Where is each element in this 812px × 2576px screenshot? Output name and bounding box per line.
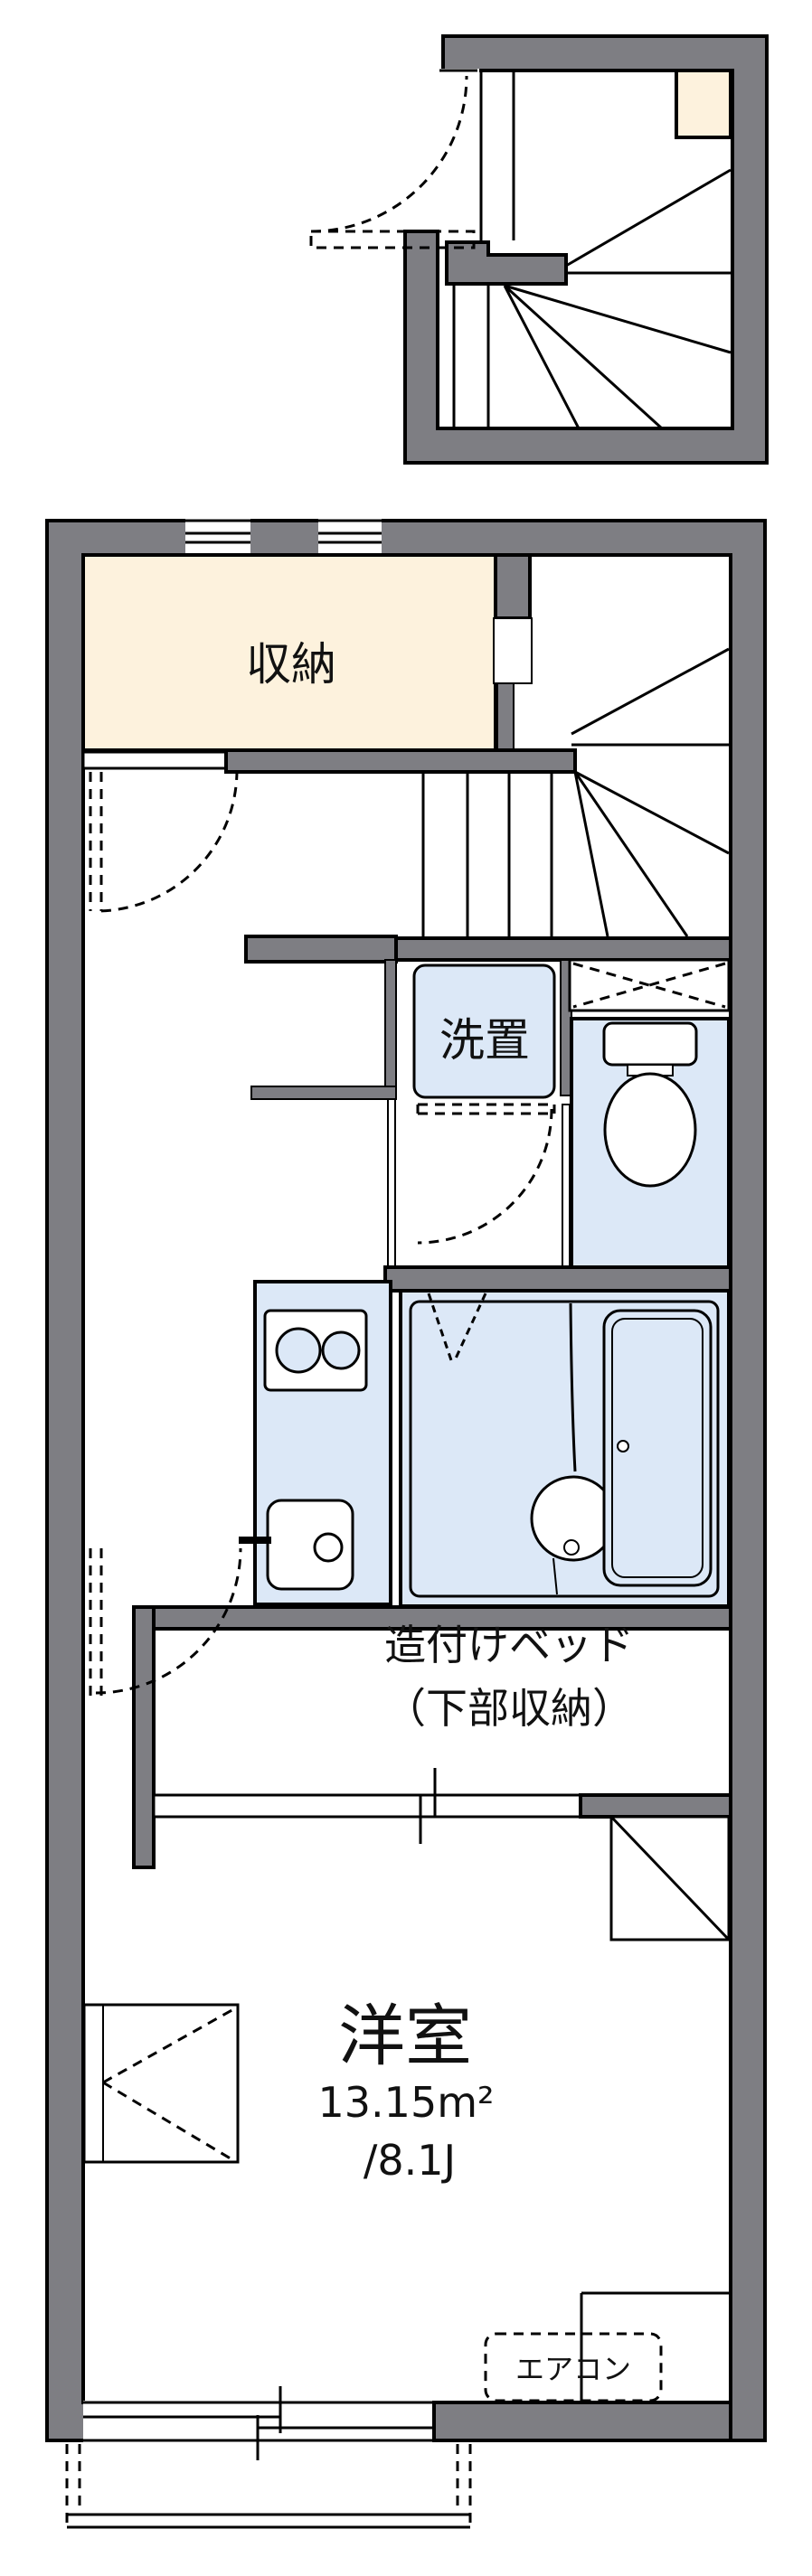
entrance-door-swing <box>309 75 476 249</box>
crossed-closet-box <box>568 958 731 1012</box>
basin-icon <box>530 1475 617 1562</box>
room-area-tatami: /8.1J <box>364 2136 456 2185</box>
side-window <box>82 2003 240 2164</box>
storage-right-wall-lower <box>496 682 515 753</box>
toilet-icon <box>602 1021 698 1188</box>
storage-door-opening <box>81 750 235 770</box>
storage-area <box>81 553 497 752</box>
storage-right-wall-gap <box>493 617 533 684</box>
toilet-room <box>570 1017 731 1270</box>
upper-hall-door-opening <box>439 69 479 233</box>
basin-drain <box>563 1539 580 1556</box>
door-frame-stub <box>239 1537 271 1544</box>
main-staircase-treads <box>421 647 730 937</box>
appliance-space-lines <box>580 2291 731 2401</box>
western-room: 洋室 13.15m² /8.1J エアコン <box>82 1998 732 2460</box>
balcony <box>65 2444 472 2529</box>
bed-top-wall <box>132 1605 732 1631</box>
storage-room: 収納 <box>81 553 577 913</box>
balcony-side-edges <box>65 2444 472 2527</box>
upper-stair-island-wall <box>445 240 568 286</box>
bed-label-line2: （下部収納） <box>384 1684 634 1733</box>
sink-basin <box>266 1499 354 1591</box>
stove-burner-left <box>275 1327 322 1374</box>
top-window-1 <box>185 519 250 557</box>
bottom-window <box>83 2386 732 2460</box>
room-door-leaf <box>89 1548 103 1697</box>
stove-burner-right <box>321 1330 361 1370</box>
storage-door-swing <box>89 769 239 913</box>
room-area-sqm: 13.15m² <box>318 2078 495 2127</box>
toilet-left-wall-lower <box>562 1104 571 1269</box>
sink-icon <box>266 1499 354 1591</box>
entrance-door-leaf <box>309 230 476 249</box>
built-in-bed: 造付けベッド （下部収納） <box>89 1537 732 1941</box>
storage-door-leaf <box>89 772 103 911</box>
bathroom-divider-lower <box>552 1557 558 1595</box>
room-door-arc <box>95 1547 242 1695</box>
aircon-box: エアコン <box>484 2332 663 2402</box>
room-label: 洋室 <box>338 1998 472 2075</box>
bed-opening-band <box>152 1793 582 1819</box>
bottom-wall-right <box>432 2401 732 2442</box>
aircon-label: エアコン <box>515 2352 631 2386</box>
side-window-box <box>82 2003 240 2164</box>
crossed-closet-x <box>572 962 726 1009</box>
bed-opening-ticks <box>419 1768 437 1844</box>
toilet-tank <box>602 1021 698 1067</box>
hall-partition-line <box>387 1098 396 1268</box>
staircase-bottom-wall <box>244 935 398 964</box>
room-door-swing <box>89 1547 242 1697</box>
bathtub-inner <box>611 1318 703 1578</box>
top-window-2 <box>318 519 382 557</box>
kitchen-bath-block <box>253 1265 732 1608</box>
bathtub-knob <box>617 1440 629 1453</box>
washroom-top-wall <box>394 936 732 962</box>
bathtub-outer <box>602 1309 713 1587</box>
toilet-bowl <box>603 1072 697 1188</box>
washroom-block: 洗置 <box>250 936 732 1270</box>
side-window-swing-dashes <box>102 2007 236 2162</box>
crossed-closet <box>568 958 731 1012</box>
kitchen-counter <box>253 1280 392 1606</box>
washer-space <box>412 964 556 1099</box>
hall-partition-stub <box>250 1086 397 1100</box>
bed-label-line1: 造付けベッド <box>384 1621 634 1669</box>
washroom-door-swing <box>416 1103 556 1245</box>
washer-label: 洗置 <box>439 1014 530 1067</box>
entrance-door-arc <box>310 75 468 233</box>
upper-hall-door-jamb-lines <box>479 72 515 240</box>
balcony-bottom-edge <box>67 2513 470 2529</box>
bottom-window-lines <box>83 2386 434 2460</box>
storage-right-wall-upper <box>494 553 532 620</box>
hall-stair-wall <box>224 748 577 774</box>
washroom-door-arc <box>417 1108 553 1245</box>
upper-staircase-treads <box>452 168 732 430</box>
washroom-door-leaf <box>416 1103 556 1115</box>
upper-hall-storage-box <box>675 69 732 139</box>
bed-right-wall-stub <box>579 1793 732 1819</box>
bathroom <box>399 1289 731 1608</box>
bathtub-icon <box>602 1309 713 1587</box>
appliance-space <box>580 2291 731 2401</box>
corner-cabinet <box>609 1815 731 1941</box>
bath-top-wall <box>383 1265 732 1293</box>
bed-left-wall <box>132 1605 156 1869</box>
corner-cabinet-diagonal <box>609 1815 731 1941</box>
washroom-left-wall <box>384 959 397 1095</box>
sink-drain <box>313 1532 344 1563</box>
bed-front-opening <box>152 1768 732 1844</box>
bathroom-inner-edge <box>409 1300 720 1598</box>
stove-icon <box>263 1309 368 1392</box>
upper-stair-hall <box>309 34 769 465</box>
storage-label: 収納 <box>246 638 336 691</box>
storage-door-arc <box>95 769 239 913</box>
bathroom-divider <box>569 1302 577 1472</box>
